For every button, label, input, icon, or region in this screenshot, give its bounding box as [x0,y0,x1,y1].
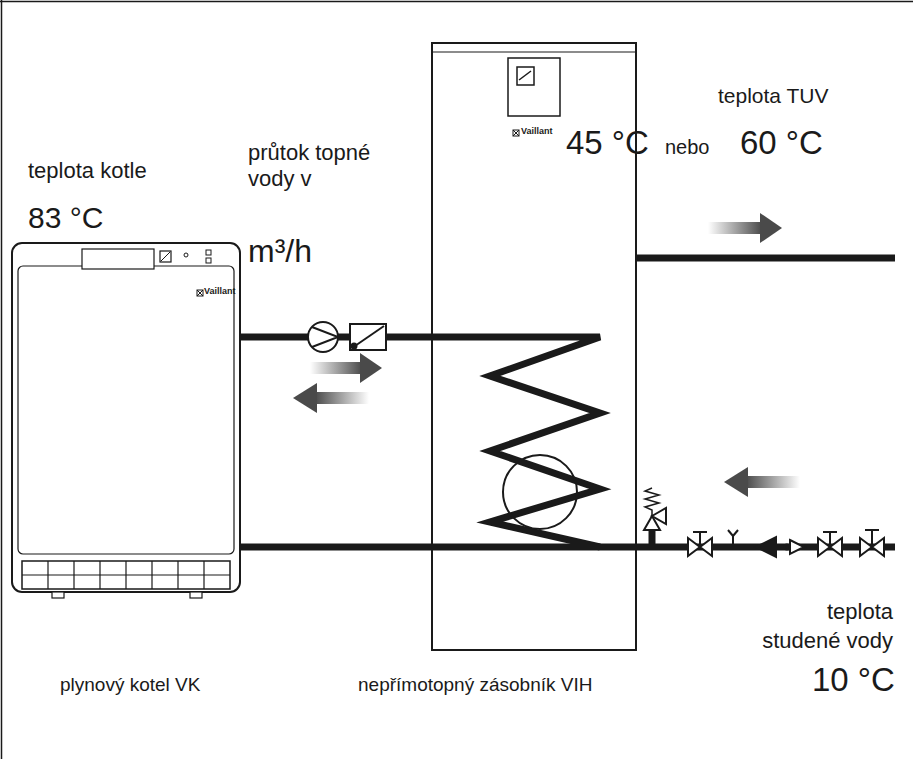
brand-logo-text: Vaillant [204,287,236,296]
device-label: nepřímotopný zásobník VIH [358,674,592,697]
boiler-drawing [12,243,240,598]
pipe-connector [240,547,432,548]
valve-symbols [688,530,884,557]
brand-logo-text: Vaillant [521,127,553,136]
annotation-label: průtok topné vody v [248,140,388,193]
coil-flange [503,455,577,529]
annotation-label: 60 °C [740,123,823,163]
annotation-label: 45 °C [566,123,649,163]
annotation-label: teplota studené vody [743,598,893,655]
check-valve-symbol [350,324,386,350]
safety-valve-symbol [644,488,666,530]
annotation-label: teplota TUV [718,83,829,108]
boiler-node: plynový kotel VK [12,243,240,703]
flow-arrows [293,213,800,497]
pipes [432,258,895,547]
annotation-label: 83 °C [28,200,103,236]
device-label: plynový kotel VK [60,674,200,697]
pump-symbol [308,322,338,352]
annotation-label: m³/h [248,232,312,270]
annotation-label: nebo [665,135,710,159]
annotation-label: teplota kotle [28,158,147,184]
annotation-label: 10 °C [812,660,895,700]
